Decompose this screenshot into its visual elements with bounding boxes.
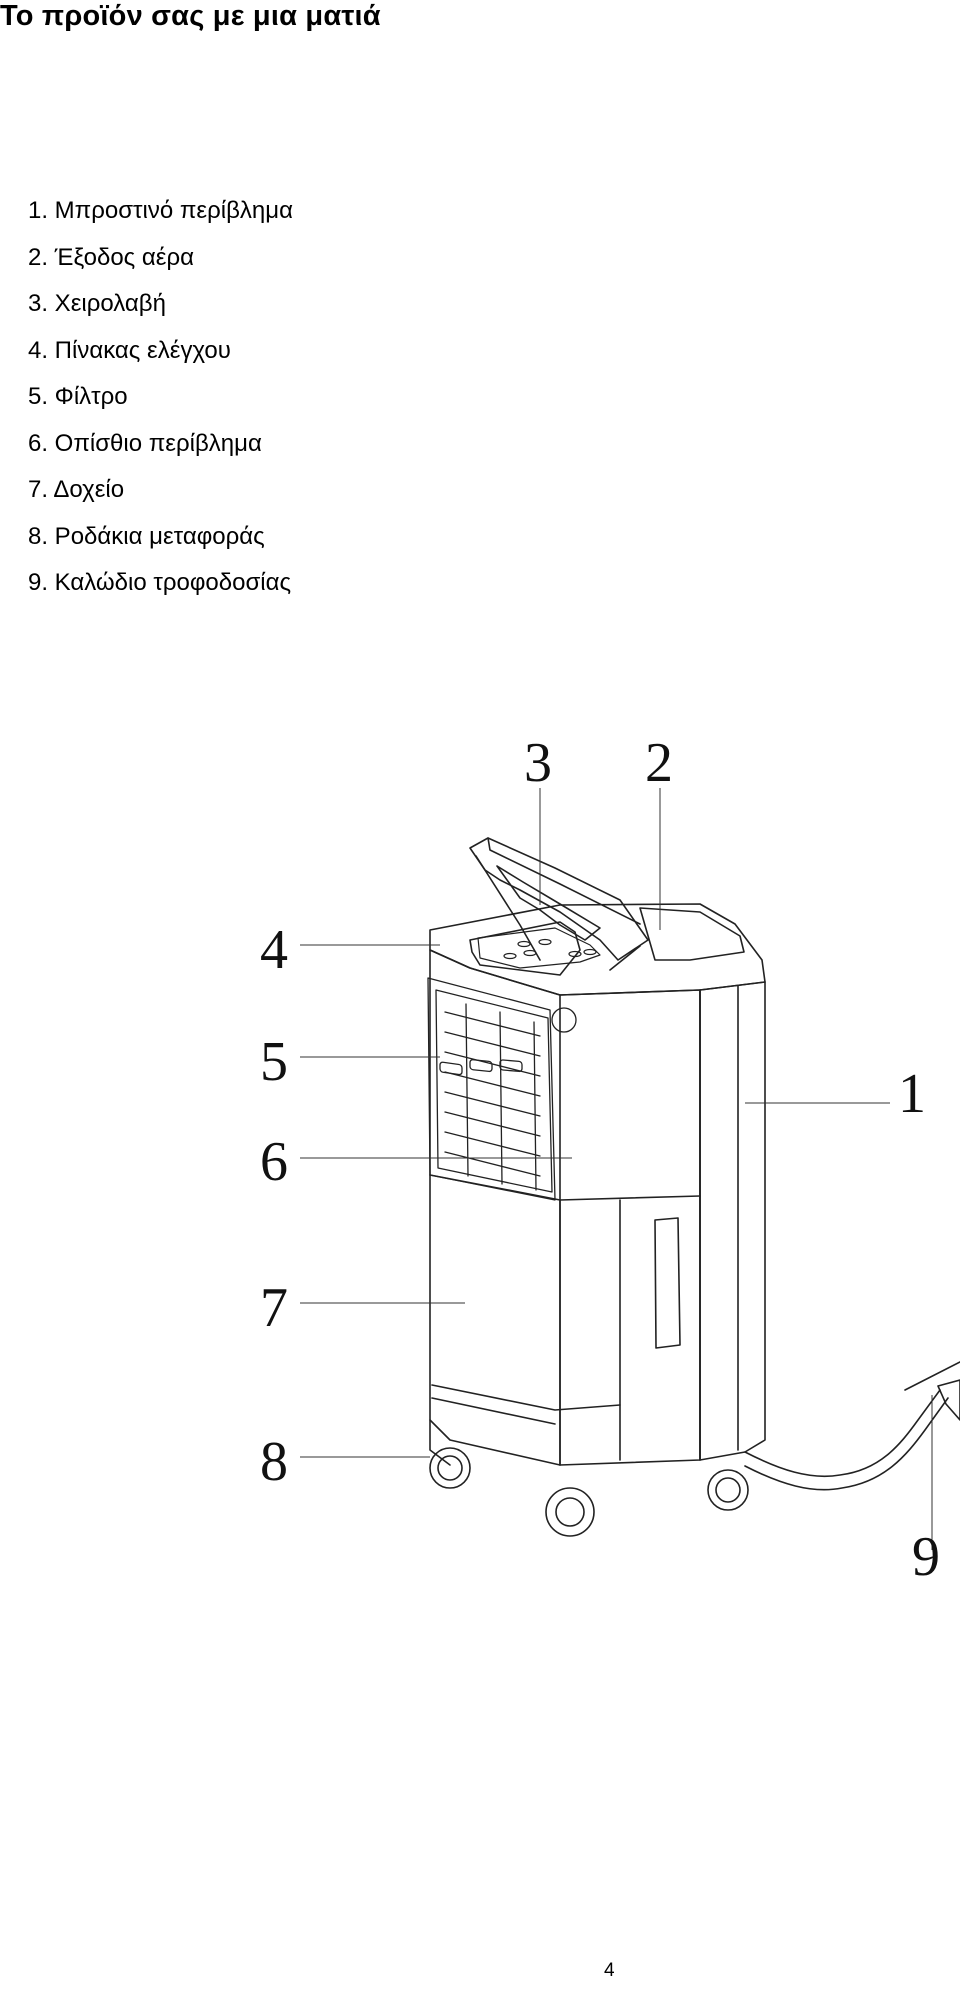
callout-3: 3 [524,732,552,794]
page-title: Το προϊόν σας με μια ματιά [0,0,381,32]
callout-2: 2 [645,732,673,794]
water-tank-drawing [429,1174,701,1466]
front-housing-drawing [699,981,766,1461]
part-item-air-outlet: 2. Έξοδος αέρα [28,243,194,271]
top-cap-drawing [429,903,766,996]
part-item-water-tank: 7. Δοχείο [28,476,125,503]
callout-8: 8 [260,1431,288,1493]
callout-1: 1 [898,1063,926,1125]
control-panel-drawing [477,927,601,969]
power-cord-drawing [744,1361,960,1491]
main-body-drawing [429,949,701,1466]
part-item-control-panel: 4. Πίνακας ελέγχου [28,336,231,364]
callout-5: 5 [260,1031,288,1093]
leader-lines [300,788,933,1550]
callout-6: 6 [260,1131,288,1193]
callout-7: 7 [260,1277,288,1339]
filter-grille-drawing [427,977,577,1201]
part-item-power-cord: 9. Καλώδιο τροφοδοσίας [28,569,292,596]
page-number: 4 [604,1960,615,1981]
parts-list: 1. Μπροστινό περίβλημα 2. Έξοδος αέρα 3.… [28,188,293,607]
part-item-front-housing: 1. Μπροστινό περίβλημα [28,197,293,224]
callout-9: 9 [912,1526,940,1588]
callout-4: 4 [260,919,288,981]
part-item-handle: 3. Χειρολαβή [28,290,166,317]
part-item-rear-housing: 6. Οπίσθιο περίβλημα [28,429,262,457]
part-item-castors: 8. Ροδάκια μεταφοράς [28,522,265,550]
castor-wheels-drawing [429,1447,749,1537]
part-item-filter: 5. Φίλτρο [28,383,128,410]
callout-numbers: 3 2 4 5 6 7 8 1 9 [260,732,940,1588]
